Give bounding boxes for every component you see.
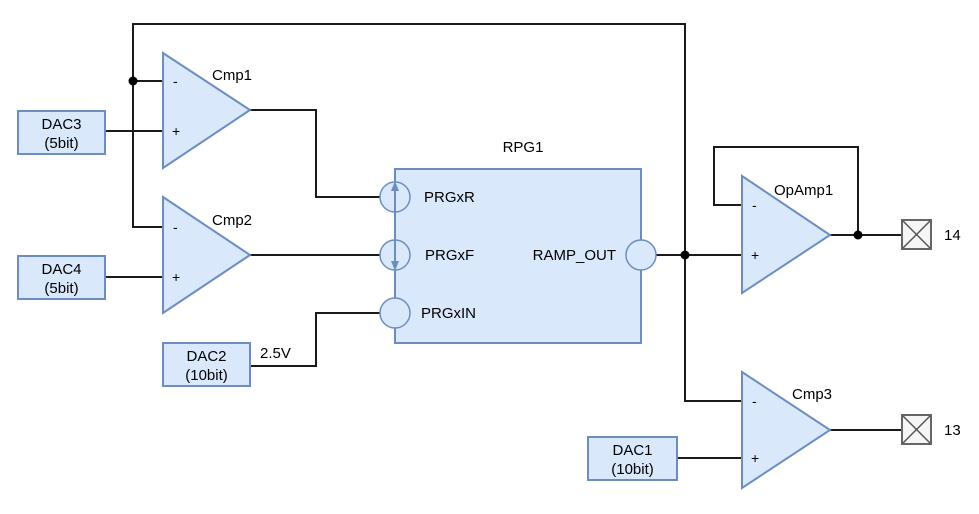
cmp1-triangle[interactable] bbox=[162, 51, 252, 170]
wire-rampout-to-cmp3-minus bbox=[684, 255, 742, 402]
wire-opamp-feedback bbox=[713, 146, 859, 235]
pin-13[interactable]: 13 bbox=[901, 414, 961, 445]
dac2-box[interactable] bbox=[162, 342, 251, 387]
junction-dot-cmp-minus bbox=[128, 76, 138, 86]
cmp3-triangle[interactable] bbox=[741, 370, 832, 490]
dac3-box[interactable] bbox=[17, 110, 106, 155]
cmp1-comparator[interactable]: - + Cmp1 bbox=[162, 51, 252, 170]
opamp1-label: OpAmp1 bbox=[774, 182, 833, 199]
cmp2-label: Cmp2 bbox=[212, 212, 252, 229]
port-ramp-out-label: RAMP_OUT bbox=[533, 247, 616, 264]
wire-cmp1-to-prgxr bbox=[250, 109, 380, 198]
fall-arrowhead-icon bbox=[391, 261, 399, 271]
junction-dot-rampout bbox=[680, 250, 690, 260]
cmp3-minus-sign: - bbox=[752, 393, 757, 409]
cmp2-minus-sign: - bbox=[173, 219, 178, 235]
cmp2-plus-sign: + bbox=[172, 269, 180, 285]
opamp1-minus-sign: - bbox=[752, 197, 757, 213]
opamp1-amplifier[interactable]: - + OpAmp1 bbox=[741, 174, 833, 295]
port-prgxf-label: PRGxF bbox=[425, 247, 474, 264]
port-ramp-out[interactable]: RAMP_OUT bbox=[533, 239, 657, 271]
opamp1-plus-sign: + bbox=[751, 247, 759, 263]
dac2-resolution: (10bit) bbox=[185, 367, 228, 384]
dac1-name: DAC1 bbox=[612, 442, 652, 459]
cmp2-comparator[interactable]: - + Cmp2 bbox=[162, 195, 252, 315]
dac4-name: DAC4 bbox=[41, 261, 81, 278]
dac3-resolution: (5bit) bbox=[44, 135, 78, 152]
junction-dot-opamp-out bbox=[853, 230, 863, 240]
dac4-box[interactable] bbox=[17, 255, 106, 300]
port-prgxr[interactable]: PRGxR bbox=[379, 181, 475, 213]
dac1-box[interactable] bbox=[587, 436, 678, 481]
dac4-block[interactable]: DAC4 (5bit) bbox=[17, 255, 106, 300]
dac1-block[interactable]: DAC1 (10bit) bbox=[587, 436, 678, 481]
port-prgxin-circle[interactable] bbox=[379, 297, 411, 329]
port-prgxr-label: PRGxR bbox=[424, 189, 475, 206]
dac2-name: DAC2 bbox=[186, 348, 226, 365]
opamp1-triangle[interactable] bbox=[741, 174, 832, 295]
wires bbox=[105, 23, 902, 459]
port-prgxin[interactable]: PRGxIN bbox=[379, 297, 476, 329]
port-prgxin-label: PRGxIN bbox=[421, 305, 476, 322]
wire-dac2-to-prgxin bbox=[250, 312, 380, 367]
wire-feedback-bus bbox=[132, 23, 686, 255]
rise-arrowhead-icon bbox=[391, 181, 399, 191]
dac2-block[interactable]: DAC2 (10bit) bbox=[162, 342, 251, 387]
dac1-resolution: (10bit) bbox=[611, 461, 654, 478]
dac4-resolution: (5bit) bbox=[44, 280, 78, 297]
port-ramp-out-circle[interactable] bbox=[625, 239, 657, 271]
pin-14[interactable]: 14 bbox=[901, 219, 961, 250]
dac3-name: DAC3 bbox=[41, 116, 81, 133]
dac2-output-label: 2.5V bbox=[260, 345, 291, 362]
cmp3-comparator[interactable]: - + Cmp3 bbox=[741, 370, 832, 490]
cmp2-triangle[interactable] bbox=[162, 195, 252, 315]
rpg1-block[interactable]: RPG1 PRGxR PRGxF PRGxIN RAMP_OUT bbox=[379, 139, 657, 344]
dac3-block[interactable]: DAC3 (5bit) bbox=[17, 110, 106, 155]
cmp1-minus-sign: - bbox=[173, 73, 178, 89]
pin-13-label: 13 bbox=[944, 422, 961, 439]
pin-13-cross-icon-2 bbox=[902, 415, 931, 444]
pin-14-label: 14 bbox=[944, 227, 961, 244]
cmp1-plus-sign: + bbox=[172, 123, 180, 139]
cmp1-label: Cmp1 bbox=[212, 67, 252, 84]
port-prgxf[interactable]: PRGxF bbox=[379, 239, 474, 271]
cmp3-label: Cmp3 bbox=[792, 386, 832, 403]
pin-14-cross-icon-2 bbox=[902, 220, 931, 249]
rpg1-title: RPG1 bbox=[503, 139, 544, 156]
cmp3-plus-sign: + bbox=[751, 450, 759, 466]
